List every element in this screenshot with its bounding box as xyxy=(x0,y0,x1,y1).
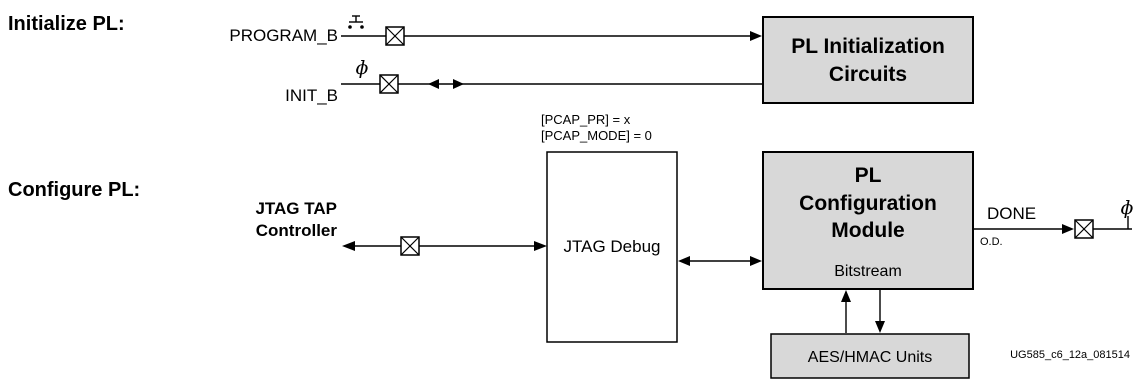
svg-text:Controller: Controller xyxy=(256,221,338,240)
init-b-pad-icon xyxy=(379,74,399,94)
jtag-tap-controller-label: JTAG TAP Controller xyxy=(255,199,337,240)
svg-text:Module: Module xyxy=(831,219,905,242)
init-b-pullup-icon: ɸ xyxy=(341,57,380,85)
svg-text:Circuits: Circuits xyxy=(829,63,907,86)
program-b-pad-icon xyxy=(385,26,405,46)
done-pullup-icon: ɸ xyxy=(1093,197,1134,230)
bitstream-label: Bitstream xyxy=(834,263,902,280)
bitstream-aes-arrows xyxy=(841,290,885,333)
pl-configuration-module-block: PL Configuration Module Bitstream xyxy=(762,151,974,290)
open-drain-label: O.D. xyxy=(980,236,1003,248)
init-b-label: INIT_B xyxy=(285,86,338,105)
svg-text:JTAG Debug: JTAG Debug xyxy=(563,237,660,256)
pushbutton-switch-icon xyxy=(341,15,386,37)
program-b-wire xyxy=(404,31,762,41)
jtag-debug-block: JTAG Debug xyxy=(546,151,678,343)
debug-config-bidir-arrow xyxy=(678,256,762,266)
svg-text:AES/HMAC Units: AES/HMAC Units xyxy=(808,349,932,366)
section-configure-pl: Configure PL: xyxy=(8,179,140,201)
svg-text:ɸ: ɸ xyxy=(1120,197,1133,219)
done-label: DONE xyxy=(987,204,1036,223)
section-initialize-pl: Initialize PL: xyxy=(8,13,125,35)
svg-text:Configuration: Configuration xyxy=(799,192,937,215)
aes-hmac-units-block: AES/HMAC Units xyxy=(770,333,970,379)
jtag-pad-icon xyxy=(400,236,420,256)
svg-text:PL: PL xyxy=(855,164,882,187)
done-wire xyxy=(973,224,1074,234)
figure-id: UG585_c6_12a_081514 xyxy=(1010,349,1130,361)
register-note-pcap-pr: [PCAP_PR] = x xyxy=(541,112,631,127)
pl-initialization-circuits-block: PL Initialization Circuits xyxy=(762,16,974,104)
svg-text:JTAG TAP: JTAG TAP xyxy=(255,199,337,218)
svg-text:ɸ: ɸ xyxy=(355,57,368,79)
svg-text:PL Initialization: PL Initialization xyxy=(791,35,945,58)
jtag-wire xyxy=(342,241,547,251)
init-b-bidir-wire xyxy=(398,79,762,89)
done-pad-icon xyxy=(1074,219,1094,239)
program-b-label: PROGRAM_B xyxy=(229,26,338,45)
register-note-pcap-mode: [PCAP_MODE] = 0 xyxy=(541,128,652,143)
